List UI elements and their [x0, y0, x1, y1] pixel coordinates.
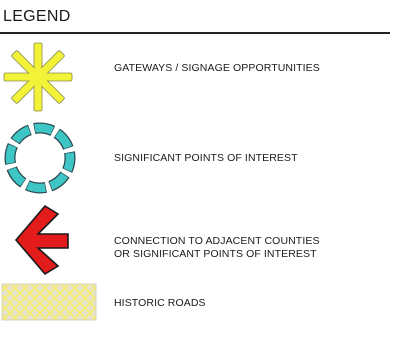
historic-roads-label: HISTORIC ROADS — [114, 297, 206, 309]
connection-label: CONNECTION TO ADJACENT COUNTIES OR SIGNI… — [114, 235, 320, 261]
red-arrow-icon — [14, 204, 69, 276]
yellow-asterisk-icon — [3, 42, 73, 112]
legend-title: LEGEND — [3, 8, 71, 25]
legend-divider — [0, 32, 390, 34]
legend-item-gateways: GATEWAYS / SIGNAGE OPPORTUNITIES — [0, 38, 393, 120]
points-of-interest-label: SIGNIFICANT POINTS OF INTEREST — [114, 152, 298, 164]
historic-road-pattern-icon — [1, 283, 97, 321]
connection-label-line-1: CONNECTION TO ADJACENT COUNTIES — [114, 235, 320, 247]
dashed-teal-circle-icon — [4, 122, 76, 194]
connection-label-line-2: OR SIGNIFICANT POINTS OF INTEREST — [114, 248, 317, 260]
legend-item-historic-roads: HISTORIC ROADS — [0, 278, 393, 324]
legend-item-connection: CONNECTION TO ADJACENT COUNTIES OR SIGNI… — [0, 200, 393, 276]
gateways-label: GATEWAYS / SIGNAGE OPPORTUNITIES — [114, 62, 320, 74]
legend-item-points-of-interest: SIGNIFICANT POINTS OF INTEREST — [0, 120, 393, 196]
